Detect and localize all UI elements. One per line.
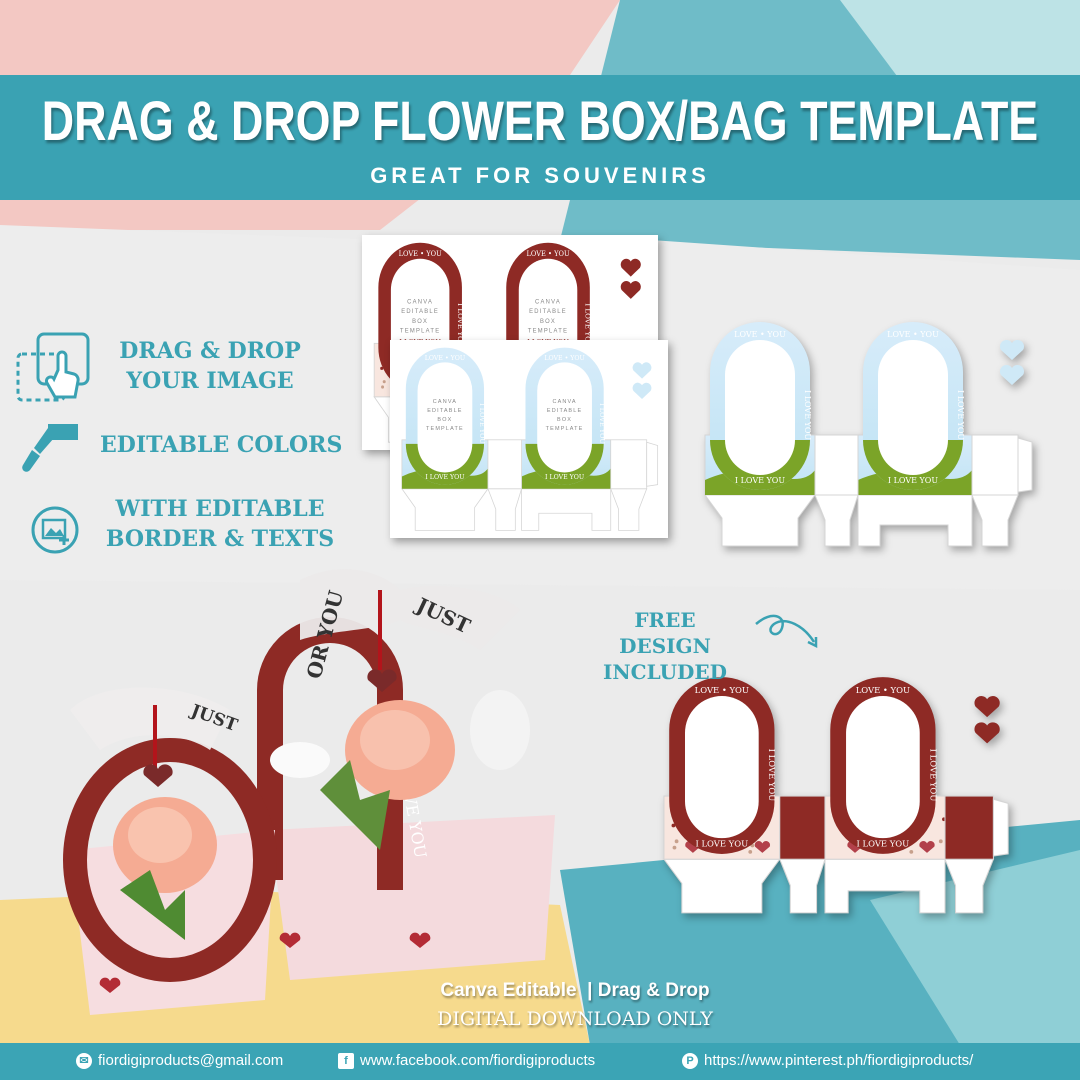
placeholder-text: CANVA: [552, 399, 576, 405]
placeholder-text: TEMPLATE: [546, 426, 584, 432]
feature-label: YOUR IMAGE: [126, 368, 294, 394]
free-design-line1: FREE DESIGN: [619, 608, 711, 658]
placeholder-text: BOX: [557, 417, 572, 423]
footer-facebook[interactable]: f www.facebook.com/fiordigiproducts: [338, 1052, 595, 1069]
heart-icon: [999, 339, 1025, 360]
page-subtitle: GREAT FOR SOUVENIRS: [370, 163, 710, 188]
bottom-flap: [521, 488, 612, 531]
side-panel: [944, 795, 994, 860]
paint-brush-icon: [22, 424, 78, 472]
heart-icon: [999, 364, 1025, 385]
heart-icon: [620, 258, 641, 277]
bottom-flap: [857, 494, 973, 547]
footer-email[interactable]: ✉ fiordigiproducts@gmail.com: [76, 1052, 283, 1069]
glue-tab: [646, 441, 659, 487]
template-sheet-green: LOVE • YOU I LOVE YOU I LOVE YOU CANVA EDITA…: [390, 340, 668, 538]
bottom-flap: [401, 488, 489, 531]
email-text: fiordigiproducts@gmail.com: [98, 1052, 284, 1069]
glue-tab: [1017, 437, 1033, 493]
bottom-flap: [824, 858, 946, 914]
arch-side-text: I LOVE YOU: [803, 390, 812, 440]
side-panel: [779, 795, 826, 860]
feature-label: EDITABLE COLORS: [100, 432, 343, 458]
arch-top-text: LOVE • YOU: [544, 354, 585, 362]
feature-label: DRAG & DROP: [119, 338, 301, 364]
feature-label: BORDER & TEXTS: [105, 526, 335, 552]
arch-side-text: I LOVE YOU: [598, 403, 606, 444]
arch-bottom-text: I LOVE YOU: [425, 473, 465, 481]
footer-bar: ✉ fiordigiproducts@gmail.com f www.faceb…: [0, 1043, 1080, 1080]
promo-digital-download: DIGITAL DOWNLOAD ONLY: [437, 1008, 713, 1030]
free-design-label: FREE DESIGN INCLUDED: [585, 607, 745, 685]
arch-top-text: LOVE • YOU: [526, 250, 569, 258]
email-icon: ✉: [76, 1052, 92, 1069]
arch-bottom-text: I LOVE YOU: [857, 839, 910, 849]
facebook-icon: f: [338, 1052, 354, 1069]
placeholder-text: EDITABLE: [529, 309, 567, 315]
side-panel: [487, 439, 522, 490]
heart-icon: [974, 696, 1000, 718]
arch-top-text: LOVE • YOU: [856, 685, 910, 695]
bottom-flap: [704, 494, 816, 547]
promo-canva-editable: Canva Editable | Drag & Drop: [440, 980, 710, 1001]
bottom-flap: [971, 494, 1019, 547]
red-box-template: LOVE • YOU I LOVE YOU I LOVE YOU LOVE • YOU…: [662, 677, 1009, 914]
drag-drop-hand-icon: [16, 332, 90, 402]
arch-bottom-text: I LOVE YOU: [888, 476, 938, 485]
arch-side-text: I LOVE YOU: [584, 303, 592, 348]
product-photo: I LOVE YOU JUST OR YOU JUST: [63, 569, 555, 1015]
curved-arrow-icon: [755, 614, 818, 649]
free-design-line2: INCLUDED: [603, 660, 727, 684]
arch-bottom-text: I LOVE YOU: [545, 473, 585, 481]
arch-top-text: LOVE • YOU: [425, 354, 466, 362]
arch-side-text: I LOVE YOU: [767, 749, 777, 802]
placeholder-text: EDITABLE: [547, 408, 582, 414]
arch-top-text: LOVE • YOU: [399, 250, 442, 258]
arch-side-text: I LOVE YOU: [478, 403, 486, 444]
arch-top-text: LOVE • YOU: [695, 685, 749, 695]
footer-pinterest[interactable]: P https://www.pinterest.ph/fiordigiprodu…: [682, 1052, 973, 1069]
facebook-text: www.facebook.com/fiordigiproducts: [360, 1052, 596, 1069]
placeholder-text: EDITABLE: [427, 408, 462, 414]
title-banner: DRAG & DROP FLOWER BOX/BAG TEMPLATE GREA…: [0, 75, 1080, 200]
arch-bottom-text: I LOVE YOU: [735, 476, 785, 485]
arch-top-text: LOVE • YOU: [887, 330, 939, 339]
green-box-template: LOVE • YOU I LOVE YOU I LOVE YOU LOVE • YOU…: [704, 322, 1033, 547]
placeholder-text: CANVA: [407, 299, 433, 305]
arch-top-text: LOVE • YOU: [734, 330, 786, 339]
pinterest-text: https://www.pinterest.ph/fiordigiproduct…: [704, 1052, 974, 1069]
placeholder-text: CANVA: [535, 299, 561, 305]
heart-icon: [632, 362, 652, 379]
arch-side-text: I LOVE YOU: [928, 749, 938, 802]
placeholder-text: TEMPLATE: [400, 329, 440, 335]
arch-side-text: I LOVE YOU: [956, 390, 965, 440]
side-panel: [814, 434, 859, 496]
feature-label: WITH EDITABLE: [115, 496, 325, 522]
image-edit-icon: [31, 506, 79, 554]
bottom-flap: [662, 858, 781, 914]
side-panel: [971, 434, 1019, 496]
bottom-flap: [944, 858, 995, 914]
arch-side-text: I LOVE YOU: [456, 303, 464, 348]
heart-icon: [620, 281, 641, 299]
page-title: DRAG & DROP FLOWER BOX/BAG TEMPLATE: [41, 89, 1039, 152]
heart-icon: [974, 722, 1000, 744]
bottom-flap: [778, 858, 826, 914]
bottom-flap: [814, 494, 859, 547]
placeholder-text: TEMPLATE: [528, 329, 568, 335]
placeholder-text: TEMPLATE: [426, 426, 464, 432]
arch-bottom-text: I LOVE YOU: [695, 839, 748, 849]
placeholder-text: CANVA: [433, 399, 457, 405]
glue-tab: [992, 798, 1009, 857]
placeholder-text: BOX: [412, 319, 428, 325]
placeholder-text: BOX: [540, 319, 556, 325]
placeholder-text: EDITABLE: [401, 309, 439, 315]
bottom-flap: [610, 488, 648, 531]
side-panel: [610, 439, 648, 490]
bottom-flap: [487, 488, 523, 531]
heart-icon: [632, 382, 652, 400]
pinterest-icon: P: [682, 1052, 698, 1069]
placeholder-text: BOX: [437, 417, 452, 423]
